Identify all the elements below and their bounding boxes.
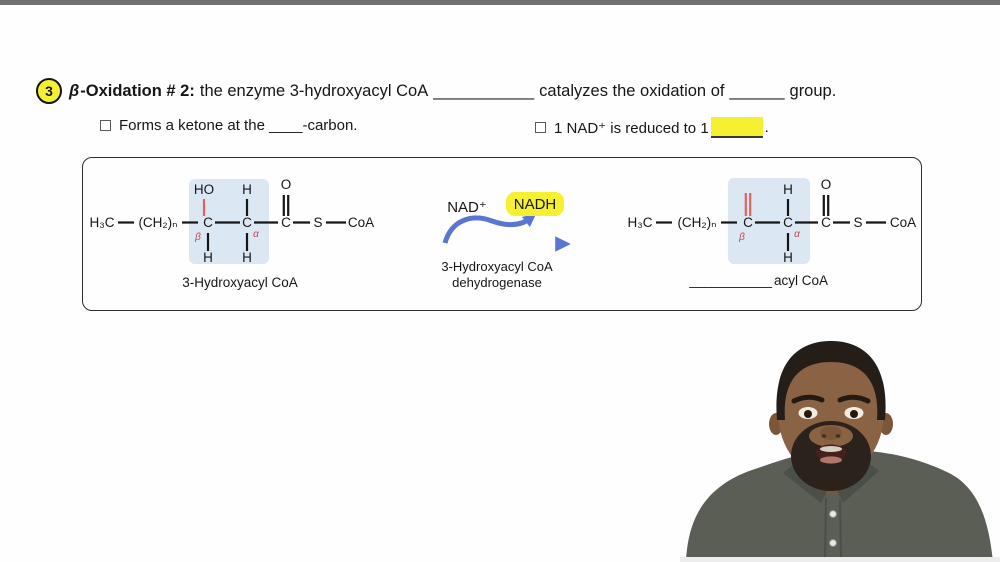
presenter-iris [850,410,858,418]
video-bottom-strip [680,557,1000,562]
checklist-item-ketone: Forms a ketone at the ____-carbon. [100,117,357,134]
atom-carbonyl-carbon: C [281,215,291,230]
top-bar [0,0,1000,5]
heading-blank-2: ______ [729,81,785,100]
atom-hydroxyl: HO [194,182,214,197]
step-number: 3 [45,83,53,99]
heading-text-2: catalyzes the oxidation of [539,81,725,100]
presenter-placket [824,497,842,562]
left-structure-caption: 3-Hydroxyacyl CoA [182,275,298,290]
presenter-teeth [820,446,842,452]
atom-sulfur: S [853,215,862,230]
atom-h3c: H₃C [628,215,653,230]
reaction-arrow-group: NAD⁺ NADH 3-Hydroxyacyl CoA dehydrogenas… [403,192,571,290]
heading-text-3: group. [789,81,837,100]
structure-product-acyl-coa: H₃C (CH₂)ₙ C C C S CoA H O H β α _______… [628,177,917,288]
atom-alpha-carbon: C [783,215,793,230]
shirt-button [829,539,837,547]
alpha-carbon-label: α [253,229,259,240]
heading-line: 3 β-Oxidation # 2: the enzyme 3-hydroxya… [36,78,966,104]
presenter-nostril [821,434,827,438]
atom-sulfur: S [313,215,322,230]
atom-h3c: H₃C [90,215,115,230]
right-caption-blank: ___________ [688,273,772,288]
presenter-eyebrow [837,394,871,404]
atom-hydrogen: H [203,250,213,265]
heading-text-1: the enzyme 3-hydroxyacyl CoA [199,81,429,100]
presenter-iris [804,410,812,418]
atom-coa: CoA [890,215,916,230]
alpha-beta-carbon-highlight [728,178,810,264]
checklist-item-nad: 1 NAD⁺ is reduced to 1 . [535,117,769,138]
presenter-nostril [835,434,841,438]
atom-carbonyl-carbon: C [821,215,831,230]
heading-beta-symbol: β [69,81,80,100]
atom-hydrogen: H [242,250,252,265]
checkbox-icon [535,122,546,133]
presenter-hair [776,341,886,420]
nad-label: NAD⁺ [447,199,487,216]
checklist-item-nad-text: 1 NAD⁺ is reduced to 1 [554,119,709,137]
checkbox-icon [100,120,111,131]
presenter-nose [820,426,842,440]
checklist-item-ketone-text: Forms a ketone at the ____-carbon. [119,117,358,134]
presenter-webcam-figure [680,341,1000,562]
atom-hydrogen: H [783,182,793,197]
nadh-label: NADH [514,196,557,213]
atom-oxygen: O [281,177,292,192]
heading-title-bold: -Oxidation # 2: [80,81,195,100]
beta-carbon-label: β [194,232,201,243]
enzyme-name-line1: 3-Hydroxyacyl CoA [441,259,553,274]
right-structure-caption: acyl CoA [774,273,828,288]
step-number-badge: 3 [36,78,62,104]
alpha-carbon-label: α [794,229,800,240]
enzyme-name-line2: dehydrogenase [452,275,542,290]
atom-beta-carbon: C [203,215,213,230]
checklist-item-nad-period: . [764,119,769,136]
atom-hydrogen: H [783,250,793,265]
heading-blank-1: ___________ [433,81,535,100]
atom-alpha-carbon: C [242,215,252,230]
atom-ch2n: (CH₂)ₙ [677,215,716,230]
beta-carbon-label: β [738,232,745,243]
shirt-button [829,510,837,518]
highlighted-answer-blank [710,117,763,138]
atom-hydrogen: H [242,182,252,197]
presenter-eyebrow [791,394,825,404]
nadh-highlight [506,192,564,216]
cofactor-curved-arrow [442,214,537,244]
atom-ch2n: (CH₂)ₙ [138,215,177,230]
atom-beta-carbon: C [743,215,753,230]
structure-3-hydroxyacyl-coa: H₃C (CH₂)ₙ C C C S CoA HO H O H H β α 3-… [90,177,375,290]
atom-oxygen: O [821,177,832,192]
atom-coa: CoA [348,215,374,230]
presenter-lower-lip [820,456,842,464]
